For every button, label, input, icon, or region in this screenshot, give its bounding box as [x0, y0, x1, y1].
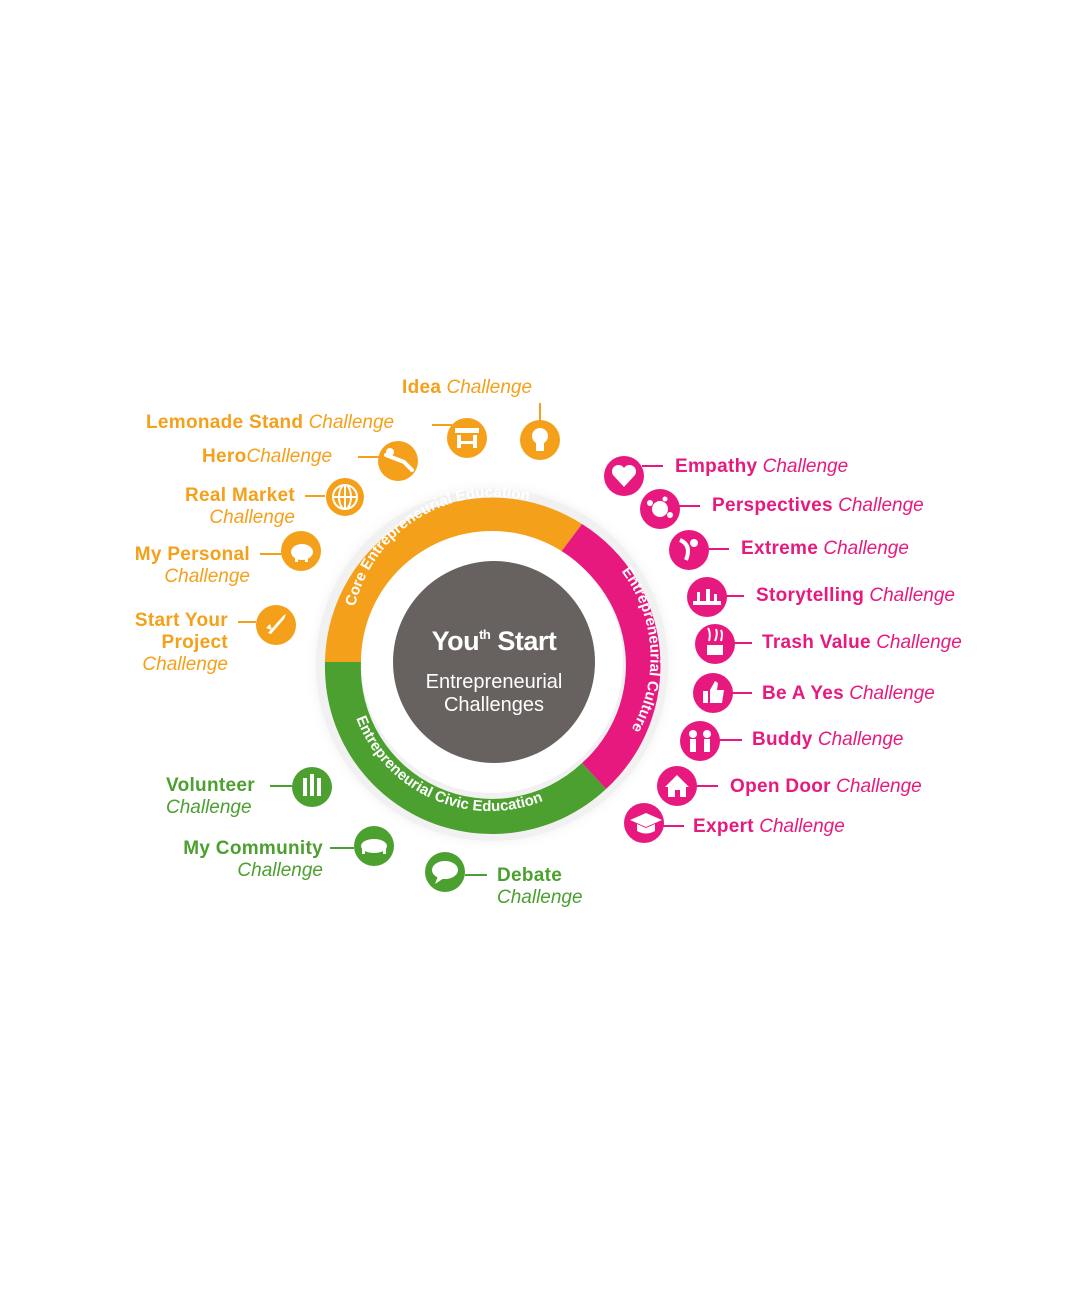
- label-debate: Debate Challenge: [497, 865, 583, 908]
- scene-icon: [687, 577, 727, 617]
- ring-segment-culture: [561, 524, 661, 789]
- label-my-community: My Community Challenge: [183, 838, 323, 881]
- label-idea: Idea Challenge: [402, 377, 533, 398]
- label-extreme: Extreme Challenge: [741, 538, 909, 559]
- buddies-icon: [680, 721, 720, 761]
- globe-icon: [326, 478, 364, 516]
- community-icon: [354, 826, 394, 866]
- label-expert: Expert Challenge: [693, 816, 845, 837]
- trash-icon: [695, 624, 735, 664]
- speech-bubble-icon: [425, 852, 465, 892]
- label-storytelling: Storytelling Challenge: [756, 585, 955, 606]
- label-hero: HeroChallenge: [202, 446, 333, 467]
- ring-segment-civic: [324, 662, 606, 835]
- ring-segment-core: [325, 497, 582, 662]
- hands-icon: [292, 767, 332, 807]
- label-volunteer: Volunteer Challenge: [166, 775, 255, 818]
- center-line-1: Entrepreneurial: [426, 671, 563, 693]
- label-real-market: Real Market Challenge: [185, 485, 295, 528]
- piggy-bank-icon: [281, 531, 321, 571]
- center-title: Youth Start: [432, 626, 557, 656]
- label-lemonade-stand: Lemonade Stand Challenge: [146, 412, 395, 433]
- label-be-a-yes: Be A Yes Challenge: [762, 683, 935, 704]
- splat-icon: [640, 489, 680, 529]
- label-my-personal: My Personal Challenge: [134, 544, 250, 587]
- center-line-2: Challenges: [444, 694, 544, 716]
- house-icon: [657, 766, 697, 806]
- label-empathy: Empathy Challenge: [675, 456, 849, 477]
- label-trash-value: Trash Value Challenge: [762, 632, 962, 653]
- stand-icon: [447, 418, 487, 458]
- lightbulb-icon: [520, 420, 560, 460]
- hero-icon: [378, 441, 418, 481]
- center-circle: [393, 561, 595, 763]
- label-open-door: Open Door Challenge: [730, 776, 922, 797]
- label-start-your-project: Start Your Project Challenge: [134, 610, 228, 675]
- heart-icon: [604, 456, 644, 496]
- climber-icon: [669, 530, 709, 570]
- label-perspectives: Perspectives Challenge: [712, 495, 924, 516]
- label-buddy: Buddy Challenge: [752, 729, 904, 750]
- thumbs-up-icon: [693, 673, 733, 713]
- graduation-cap-icon: [624, 803, 664, 843]
- rocket-icon: [256, 605, 296, 645]
